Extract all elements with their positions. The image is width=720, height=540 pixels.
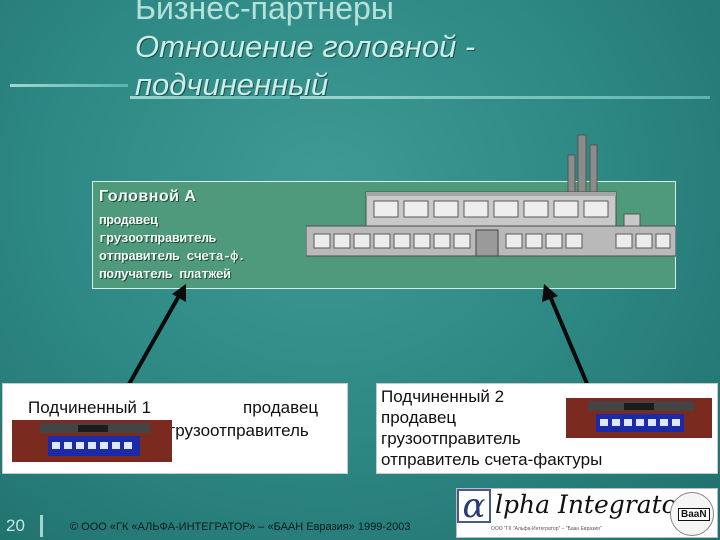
slide-subtitle: Отношение головной - подчиненный bbox=[135, 29, 476, 102]
subsidiary1-role: грузоотправитель bbox=[169, 421, 309, 440]
title-divider-right bbox=[300, 96, 710, 99]
arrow-up-icon bbox=[126, 284, 186, 387]
subsidiary2-role: продавец bbox=[381, 408, 457, 427]
title-divider-mid bbox=[130, 96, 290, 99]
head-company-roles: продавец грузоотправитель отправитель сч… bbox=[99, 212, 246, 284]
factory-icon bbox=[306, 134, 676, 257]
slide-title: Бизнес-партнеры bbox=[135, 0, 394, 26]
head-company-name: Головной А bbox=[99, 188, 197, 205]
page-number: 20 bbox=[6, 516, 25, 535]
baan-mark: BaaN bbox=[678, 508, 710, 521]
copyright-text: © ООО «ГК «АЛЬФА-ИНТЕГРАТОР» – «БААН Евр… bbox=[70, 521, 411, 533]
subsidiary2-name: Подчиненный 2 bbox=[381, 387, 505, 406]
logo-panel: α lpha Integrator ООО "ГК "Альфа-Интегра… bbox=[456, 488, 718, 538]
subsidiary2-role: грузоотправитель bbox=[381, 429, 521, 448]
subsidiary2-role: отправитель счета-фактуры bbox=[381, 450, 603, 469]
subsidiary1-name: Подчиненный 1 bbox=[28, 398, 152, 417]
baan-badge-icon: BaaN bbox=[670, 492, 714, 536]
title-divider-left bbox=[10, 84, 128, 87]
head-role: грузоотправитель bbox=[99, 231, 216, 246]
subsidiary1-role: продавец bbox=[243, 398, 319, 417]
factory-icon bbox=[566, 398, 712, 438]
head-role: получатель платжей bbox=[99, 267, 231, 282]
logo-tagline: ООО "ГК "Альфа-Интегратор" – "Баан Евраз… bbox=[491, 526, 602, 532]
alpha-logo-icon: α bbox=[457, 489, 491, 523]
head-role: продавец bbox=[99, 213, 158, 228]
logo-text: lpha Integrator bbox=[495, 490, 689, 519]
head-role: отправитель счета-ф. bbox=[99, 249, 246, 264]
subsidiary2-text: Подчиненный 2 продавец грузоотправитель … bbox=[381, 386, 602, 470]
footer-divider bbox=[40, 515, 43, 537]
arrow-up-icon bbox=[542, 284, 590, 387]
factory-icon bbox=[12, 420, 172, 462]
